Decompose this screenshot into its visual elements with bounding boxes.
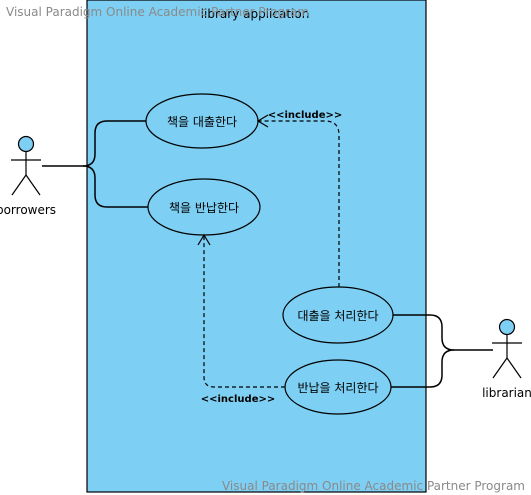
use-case-process-return-label: 반납을 처리한다: [297, 381, 378, 395]
use-case-process-return[interactable]: 반납을 처리한다: [284, 359, 392, 415]
use-case-return[interactable]: 책을 반납한다: [147, 178, 261, 236]
actor-borrowers-label: borrowers: [0, 203, 56, 217]
use-case-process-loan-label: 대출을 처리한다: [297, 309, 378, 323]
include-label-loan: <<include>>: [268, 110, 342, 121]
watermark-bottom: Visual Paradigm Online Academic Partner …: [222, 479, 525, 493]
use-case-borrow-label: 책을 대출한다: [167, 114, 237, 129]
use-case-borrow[interactable]: 책을 대출한다: [145, 93, 259, 149]
actor-head-icon: [498, 318, 516, 336]
include-label-return: <<include>>: [201, 394, 275, 405]
actor-borrowers[interactable]: [11, 135, 41, 196]
actor-librarian-label: librarian: [482, 386, 531, 400]
system-title: library application: [201, 7, 310, 21]
association-borrowers[interactable]: [42, 120, 148, 208]
actor-head-icon: [17, 135, 35, 153]
include-dependency-loan[interactable]: [256, 114, 340, 287]
system-boundary: [86, 0, 427, 493]
use-case-process-loan[interactable]: 대출을 처리한다: [282, 286, 394, 344]
use-case-return-label: 책을 반납한다: [169, 200, 239, 215]
watermark-top: Visual Paradigm Online Academic Partner …: [6, 5, 309, 19]
association-librarian[interactable]: [391, 314, 493, 388]
actor-librarian[interactable]: [492, 318, 522, 379]
include-dependency-return[interactable]: [197, 233, 285, 388]
